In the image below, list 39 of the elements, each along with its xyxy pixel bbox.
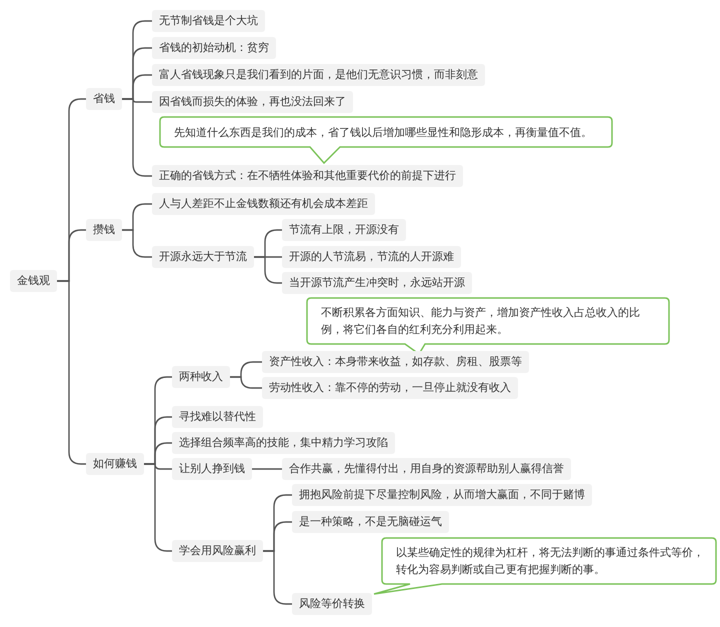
topic-node: 金钱观 xyxy=(10,270,57,292)
topic-node: 两种收入 xyxy=(172,366,230,388)
callout-note xyxy=(374,538,716,594)
callout-note xyxy=(307,298,669,354)
topic-node: 省钱 xyxy=(86,88,122,110)
topic-node: 因省钱而损失的体验，再也没法回来了 xyxy=(152,91,353,113)
callout-note xyxy=(160,117,612,163)
topic-node: 开源的人节流易，节流的人开源难 xyxy=(282,246,461,268)
topic-node: 选择组合频率高的技能，集中精力学习攻陷 xyxy=(172,432,395,454)
topic-node: 省钱的初始动机：贫穷 xyxy=(152,37,276,59)
topic-node: 人与人差距不止金钱数额还有机会成本差距 xyxy=(152,193,375,215)
topic-node: 学会用风险赢利 xyxy=(172,540,263,562)
branch-line xyxy=(252,468,282,470)
branch-line xyxy=(122,229,152,258)
topic-node: 正确的省钱方式：在不牺牲体验和其他重要代价的前提下进行 xyxy=(152,165,463,187)
branch-line xyxy=(122,98,152,177)
topic-node: 如何赚钱 xyxy=(86,453,144,475)
topic-node: 攒钱 xyxy=(86,219,122,241)
topic-node: 劳动性收入：靠不停的劳动，一旦停止就没有收入 xyxy=(262,377,518,399)
topic-node: 合作共赢，先懂得付出，用自身的资源帮助别人赢得信誉 xyxy=(282,458,571,480)
branch-line xyxy=(57,280,86,465)
note-text: 先知道什么东西是我们的成本，省了钱以后增加哪些显性和隐形成本，再衡量值不值。 xyxy=(174,125,593,141)
topic-node: 富人省钱现象只是我们看到的片面，是他们无意识习惯，而非刻意 xyxy=(152,64,485,86)
topic-node: 让别人挣到钱 xyxy=(172,458,252,480)
topic-node: 是一种策略，不是无脑碰运气 xyxy=(292,511,449,533)
branch-line xyxy=(144,463,172,552)
topic-node: 当开源节流产生冲突时，永远站开源 xyxy=(282,272,472,294)
topic-node: 寻找难以替代性 xyxy=(172,406,263,428)
topic-node: 无节制省钱是个大坑 xyxy=(152,10,265,32)
topic-node: 风险等价转换 xyxy=(292,593,372,615)
branch-line xyxy=(254,256,282,284)
branch-line xyxy=(263,550,292,605)
topic-node: 开源永远大于节流 xyxy=(152,246,254,268)
topic-node: 拥抱风险前提下尽量控制风险，从而增大赢面，不同于赌博 xyxy=(292,484,592,506)
note-text: 不断积累各方面知识、能力与资产，增加资产性收入占总收入的比例，将它们各自的红利充分利用起来。 xyxy=(321,305,641,338)
note-text: 以某些确定性的规律为杠杆，将无法判断的事通过条件式等价，转化为容易判断或自己更有把握判断的事。 xyxy=(396,545,705,578)
topic-node: 资产性收入：本身带来收益，如存款、房租、股票等 xyxy=(262,351,529,373)
topic-node: 节流有上限，开源没有 xyxy=(282,219,406,241)
branch-line xyxy=(230,376,262,389)
